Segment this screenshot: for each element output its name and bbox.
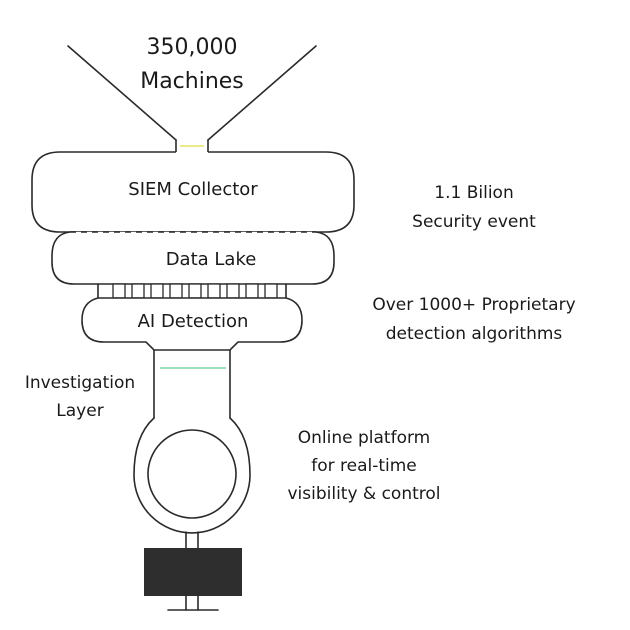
platform-label-line1: Online platform xyxy=(298,428,430,448)
events-label-line2: Security event xyxy=(412,212,536,232)
investigation-label-line1: Investigation xyxy=(25,373,135,393)
platform-ring xyxy=(133,417,251,534)
data-lake-label: Data Lake xyxy=(166,249,257,270)
investigation-label-line2: Layer xyxy=(56,401,103,421)
top-label-line1: 350,000 xyxy=(147,35,238,60)
algorithms-label-line2: detection algorithms xyxy=(386,324,563,344)
top-label-line2: Machines xyxy=(140,69,244,94)
siem-collector-label: SIEM Collector xyxy=(128,179,258,200)
investigation-stem xyxy=(153,349,231,419)
platform-label-line3: visibility & control xyxy=(287,484,440,504)
base-stand xyxy=(167,595,219,611)
platform-label-line2: for real-time xyxy=(311,456,417,476)
base-block xyxy=(144,548,242,596)
funnel-top xyxy=(67,45,317,153)
filter-slots xyxy=(97,283,287,299)
algorithms-label-line1: Over 1000+ Proprietary xyxy=(372,295,575,315)
events-label-line1: 1.1 Bilion xyxy=(434,183,513,203)
ai-detection-label: AI Detection xyxy=(138,311,249,332)
